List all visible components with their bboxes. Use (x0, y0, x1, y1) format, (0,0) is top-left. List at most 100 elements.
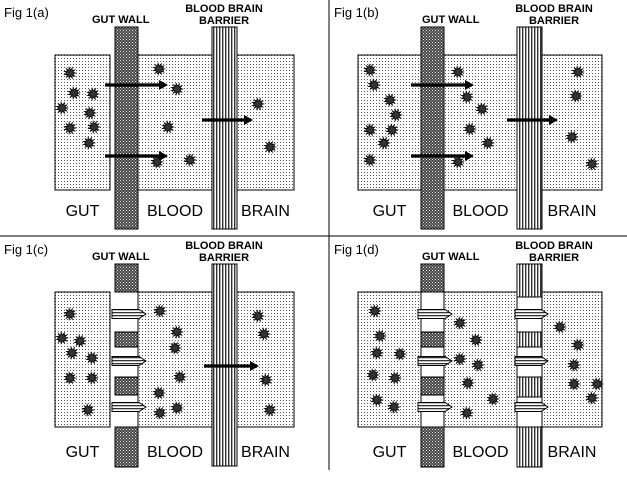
blood-label: BLOOD (147, 203, 203, 220)
bacteria-icon (63, 371, 78, 385)
bacteria-icon (55, 331, 70, 345)
brain-label: BRAIN (241, 203, 290, 220)
bacteria-icon (257, 327, 272, 341)
bacteria-icon (170, 401, 185, 415)
bbb-label-line2: BARRIER (529, 252, 579, 264)
bacteria-icon (585, 391, 600, 405)
figure-label: Fig 1(b) (334, 5, 379, 20)
bacteria-icon (387, 400, 402, 414)
gut-wall-label: GUT WALL (422, 14, 480, 26)
bacteria-icon (370, 346, 385, 360)
bacteria-icon (460, 406, 475, 420)
channel-arrow (417, 402, 453, 412)
bacteria-icon (173, 370, 188, 384)
gut-compartment (54, 291, 111, 428)
bacteria-icon (475, 102, 490, 116)
bacteria-icon (87, 120, 102, 134)
channel-arrow (417, 309, 453, 319)
arrow-head-icon (465, 151, 474, 161)
bbb-label-line1: BLOOD BRAIN (185, 240, 263, 252)
bacteria-icon (86, 87, 101, 101)
brain-label: BRAIN (548, 203, 597, 220)
channel-arrow (514, 356, 549, 366)
bacteria-icon (567, 377, 582, 391)
arrow-head-icon (465, 80, 474, 90)
bacteria-icon (373, 329, 388, 343)
arrow-head-icon (549, 115, 558, 125)
bacteria-icon (153, 406, 168, 420)
brain-compartment (236, 291, 295, 428)
bacteria-icon (152, 386, 167, 400)
bacteria-icon (363, 123, 378, 137)
bacteria-icon (150, 155, 165, 169)
bacteria-icon (463, 122, 478, 136)
bacteria-icon (81, 403, 96, 417)
bbb-segment (516, 263, 543, 298)
bbb-segment (516, 426, 543, 468)
arrow-head-icon (250, 361, 259, 371)
channel-arrow (111, 309, 147, 319)
bacteria-icon (161, 120, 176, 134)
gut-wall-segment (420, 426, 445, 468)
bacteria-icon (55, 101, 70, 115)
gut-label: GUT (66, 444, 100, 461)
bacteria-icon (63, 121, 78, 135)
bacteria-icon (571, 338, 586, 352)
bacteria-icon (460, 90, 475, 104)
bacteria-icon (565, 130, 580, 144)
bacteria-icon (168, 341, 183, 355)
bacteria-icon (153, 304, 168, 318)
blood-compartment (137, 54, 213, 191)
arrow-head-icon (159, 80, 168, 90)
gut-compartment (357, 54, 422, 191)
bacteria-icon (471, 358, 486, 372)
bacteria-icon (389, 108, 404, 122)
bacteria-icon (251, 97, 266, 111)
blood-label: BLOOD (147, 444, 203, 461)
bacteria-icon (363, 153, 378, 167)
bacteria-icon (469, 333, 484, 347)
gut-label: GUT (373, 444, 407, 461)
bbb-segment (516, 376, 543, 398)
bacteria-icon (170, 325, 185, 339)
channel-arrow (111, 356, 147, 366)
arrow-head-icon (159, 151, 168, 161)
bbb-label-line2: BARRIER (199, 15, 249, 27)
blood-compartment (443, 54, 518, 191)
channel-arrow (514, 309, 549, 319)
bacteria-icon (453, 352, 468, 366)
bacteria-icon (453, 316, 468, 330)
bacteria-icon (486, 392, 501, 406)
bacteria-icon (63, 307, 78, 321)
bacteria-icon (251, 309, 266, 323)
bacteria-icon (461, 376, 476, 390)
bacteria-icon (152, 62, 167, 76)
bbb-label-line2: BARRIER (529, 15, 579, 27)
bacteria-icon (377, 136, 392, 150)
bacteria-icon (590, 377, 605, 391)
blood-brain-barrier (516, 26, 543, 230)
bacteria-icon (451, 155, 466, 169)
arrow-head-icon (244, 115, 253, 125)
gut-label: GUT (373, 203, 407, 220)
bacteria-icon (367, 78, 382, 92)
gut-wall-segment (420, 263, 445, 293)
bacteria-icon (585, 157, 600, 171)
gut-wall-label: GUT WALL (422, 251, 480, 263)
blood-label: BLOOD (452, 203, 508, 220)
brain-label: BRAIN (548, 444, 597, 461)
bacteria-icon (85, 371, 100, 385)
gut-wall-segment (114, 426, 139, 468)
figure-label: Fig 1(d) (334, 242, 379, 257)
bacteria-icon (451, 65, 466, 79)
bacteria-icon (85, 351, 100, 365)
gut-wall-label: GUT WALL (92, 251, 150, 263)
bacteria-icon (481, 136, 496, 150)
gut-wall-segment (114, 263, 139, 293)
bbb-segment (516, 331, 543, 348)
gut-wall (420, 26, 445, 230)
bbb-label-line1: BLOOD BRAIN (515, 3, 593, 15)
channel-arrow (514, 402, 549, 412)
